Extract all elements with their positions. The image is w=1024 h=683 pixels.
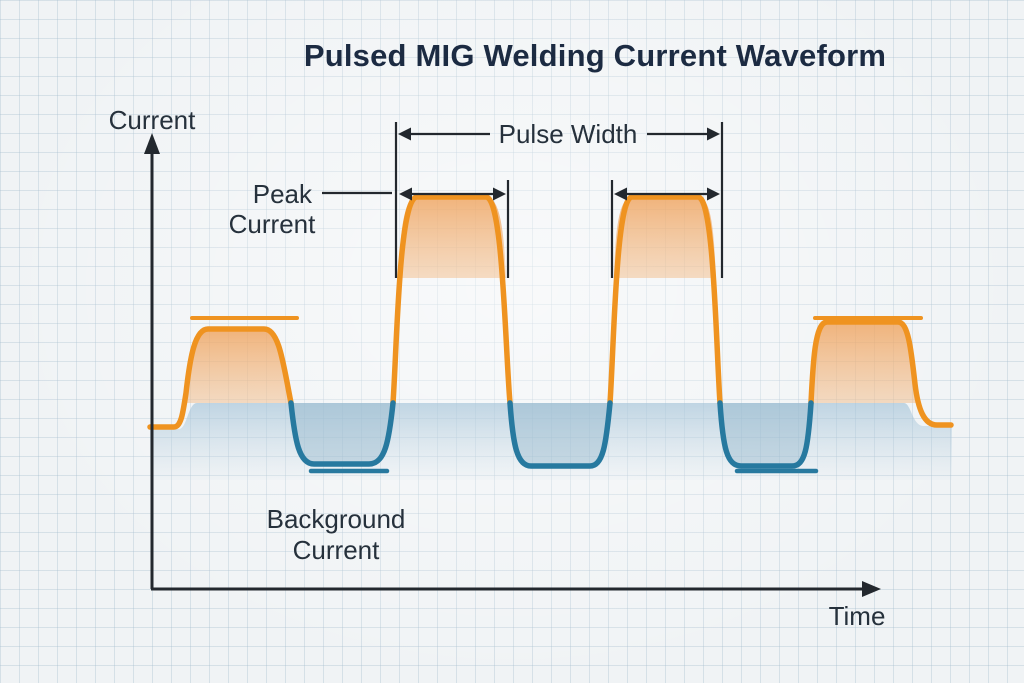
pulse3-width-arrow [614,187,720,201]
pulse-width-arrow [398,127,720,141]
arrowhead-left-icon [398,127,411,141]
arrowhead-left-icon [614,187,627,201]
pulse1-fill [184,329,291,403]
waveform-entry-pulse1 [147,326,294,430]
waveform-trough3 [717,400,814,469]
diagram-title: Pulsed MIG Welding Current Waveform [304,38,886,73]
peak-current-annotation: Peak Current [229,179,392,239]
waveform-trough1 [288,400,396,467]
pulse-width-annotation: Pulse Width [394,119,724,278]
y-axis [144,133,160,589]
trough-fill-2 [510,403,610,466]
waveform-pulse2 [390,194,513,406]
x-axis [151,581,881,597]
trough-fill-1 [291,403,393,464]
background-current-annotation: Background Current [267,504,406,565]
background-current-band [150,403,952,480]
y-axis-arrowhead-icon [144,133,160,154]
x-axis-arrowhead-icon [862,581,881,597]
x-axis-label: Time [829,601,886,631]
background-current-label-line1: Background [267,504,406,534]
arrowhead-left-icon [399,187,412,201]
arrowhead-right-icon [707,187,720,201]
pulse3-fill [614,197,716,278]
y-axis-label: Current [109,105,196,135]
pulse4-fill [812,322,917,403]
arrowhead-right-icon [707,127,720,141]
peak-current-label-line2: Current [229,209,316,239]
waveform-pulse3 [607,194,723,406]
trough-fill-3 [720,403,811,466]
waveform-trough2 [507,400,613,469]
pulse-width-label: Pulse Width [499,119,638,149]
waveform-pulse4-exit [808,319,954,428]
pulse2-width-arrow [399,187,506,201]
peak-current-label-line1: Peak [253,179,313,209]
background-current-label-line2: Current [293,535,380,565]
arrowhead-right-icon [493,187,506,201]
pulse2-fill [399,197,506,278]
